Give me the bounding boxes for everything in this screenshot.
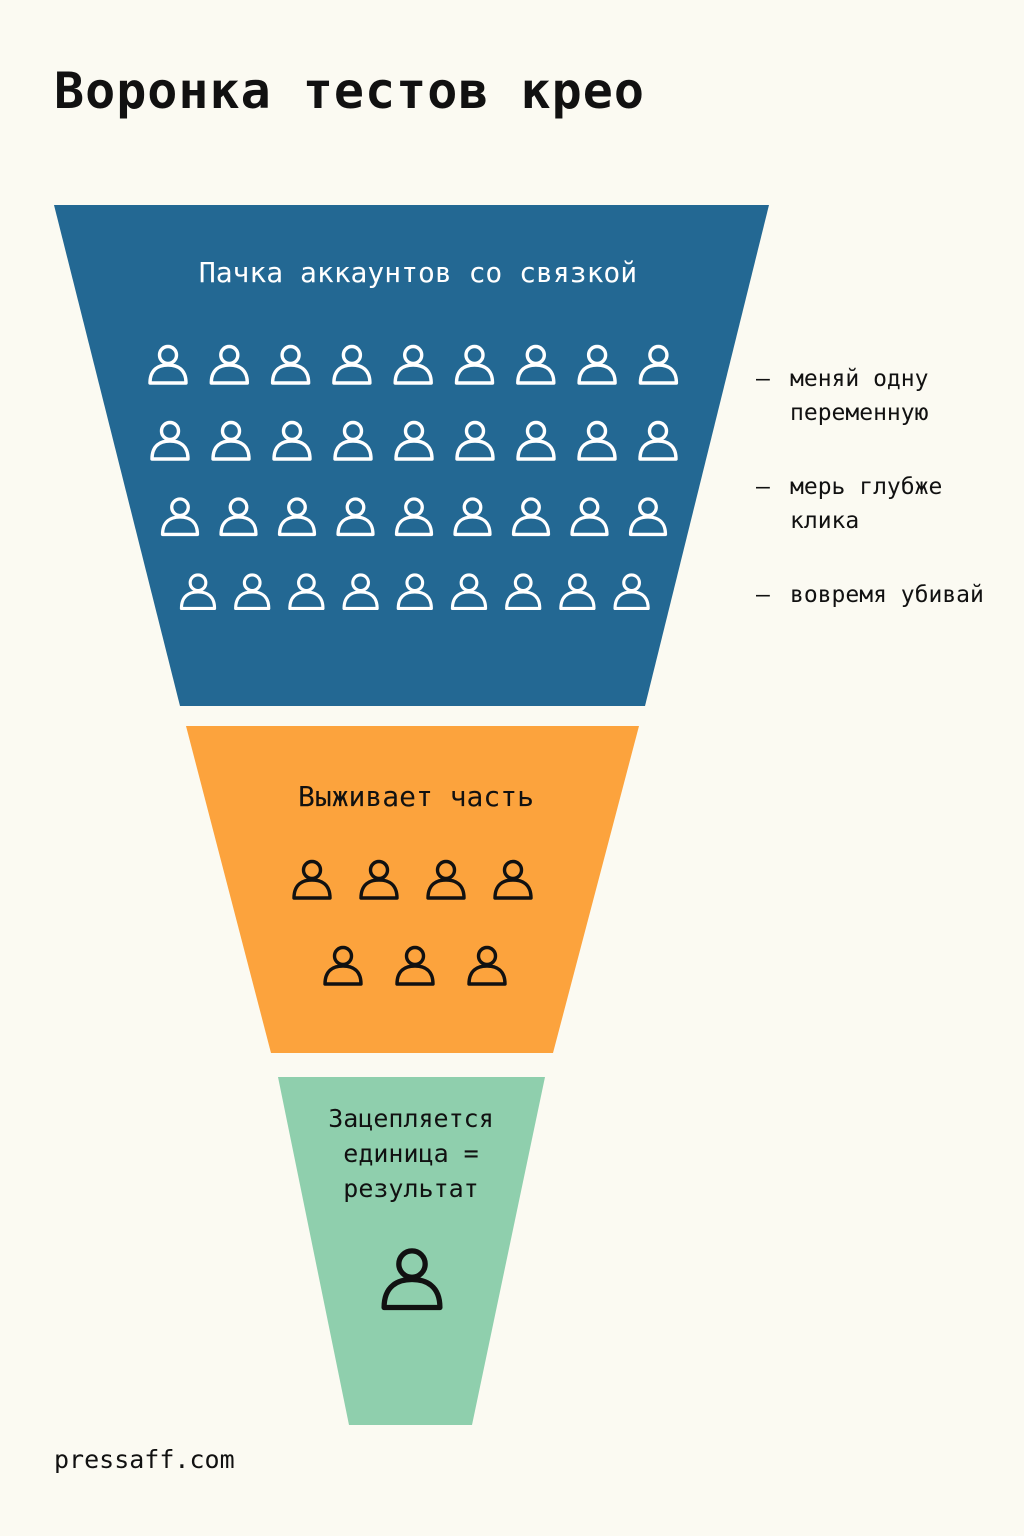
tip-text: мерь глубже клика [790,474,943,534]
stage-label-accounts: Пачка аккаунтов со связкой [199,256,637,289]
stage-label-line: результат [343,1174,478,1203]
stage-label-line: Зацепляется [328,1104,494,1133]
person-icon [395,945,435,986]
person-icon [577,420,617,461]
person-icon [505,573,542,611]
tip-item: – мерь глубже клика [756,470,1016,538]
funnel-stage-survivors: Выживает часть [186,726,639,1053]
person-icon [453,497,492,537]
stage-label-result: Зацепляется единица = результат [328,1104,494,1203]
person-icon [467,945,507,986]
site-footer: pressaff.com [54,1445,235,1474]
person-icon [516,344,556,385]
person-icon [613,573,650,611]
funnel-stage-shape [186,726,639,1053]
person-icon [450,573,488,611]
person-icon [394,420,434,461]
stage-label-line: Пачка аккаунтов со связкой [199,256,637,289]
stage-label-line: Выживает часть [298,780,534,813]
person-icon [493,859,533,900]
person-icon [396,573,433,611]
tip-dash: – [756,366,770,392]
person-icon [381,1248,443,1311]
person-icon [570,497,609,537]
person-icon [342,573,379,611]
person-icon [511,497,551,537]
person-icon [179,573,217,611]
person-icon [516,420,556,461]
tip-item: – меняй одну переменную [756,362,1016,430]
person-icon [628,497,668,537]
person-icon [209,344,250,385]
person-icon [288,573,325,611]
person-icon [333,420,373,461]
funnel-stage-accounts: Пачка аккаунтов со связкой [54,205,769,706]
tip-text: меняй одну переменную [790,366,929,426]
tip-text: вовремя убивай [790,582,984,608]
person-icon [577,344,617,385]
person-icon [272,420,312,461]
person-icon [559,573,596,611]
stage-label-line: единица = [343,1139,478,1168]
person-icon [336,497,375,537]
person-icon [426,859,466,900]
person-icon [454,344,495,385]
person-icon [150,420,190,461]
person-icon [455,420,495,461]
person-icon [323,945,363,986]
person-icon [270,344,311,385]
person-icon [148,344,188,385]
page-title: Воронка тестов крео [54,62,645,120]
person-icon [393,344,433,385]
stage-label-survivors: Выживает часть [298,780,534,813]
tip-dash: – [756,582,770,608]
tips-list: – меняй одну переменную – мерь глубже кл… [756,362,1016,652]
person-icon [219,497,258,537]
tip-item: – вовремя убивай [756,578,1016,612]
person-icon [332,344,372,385]
person-icon [638,344,679,385]
tip-dash: – [756,474,770,500]
funnel-stage-shape [54,205,769,706]
person-icon [211,420,251,461]
person-icon [292,859,332,900]
person-icon [277,497,317,537]
funnel-stage-result: Зацепляется единица = результат [278,1077,545,1425]
person-icon [359,859,399,900]
person-icon [234,573,271,611]
person-icon [160,497,200,537]
person-icon [394,497,434,537]
person-icon [638,420,678,461]
